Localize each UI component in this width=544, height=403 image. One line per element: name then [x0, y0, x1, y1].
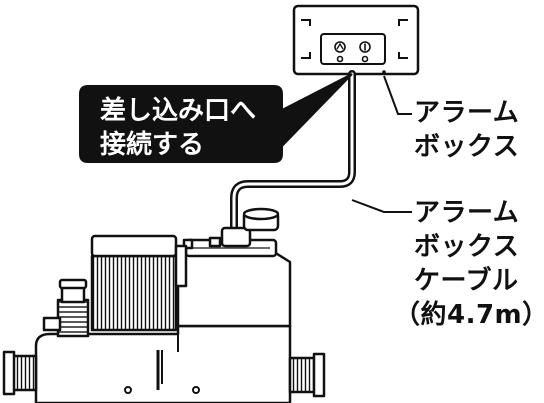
- callout-line-2: 接続する: [100, 130, 205, 160]
- alarm-indicator-2-icon: [359, 41, 371, 63]
- callout-line-1: 差し込み口へ: [100, 96, 257, 126]
- alarm-box: [292, 4, 420, 76]
- callout-bubble: [79, 73, 353, 163]
- alarm-box-cable: [230, 70, 356, 234]
- leader-lines: [351, 75, 412, 213]
- alarm-box-label: アラーム ボックス: [414, 96, 519, 164]
- alarm-box-label-line-2: ボックス: [414, 132, 520, 162]
- alarm-box-cable-label: アラーム ボックス ケーブル （約4.7m）: [394, 196, 544, 332]
- alarm-box-label-line-1: アラーム: [414, 98, 520, 128]
- alarm-box-cable-label-line-1: アラーム: [414, 198, 520, 228]
- alarm-box-cable-label-line-3: ケーブル: [414, 266, 519, 296]
- pump-unit: [2, 207, 326, 403]
- alarm-box-cable-label-line-4: （約4.7m）: [394, 300, 544, 330]
- callout-text: 差し込み口へ 接続する: [100, 94, 256, 162]
- alarm-box-cable-label-line-2: ボックス: [414, 232, 520, 262]
- alarm-indicator-1-icon: [334, 41, 346, 63]
